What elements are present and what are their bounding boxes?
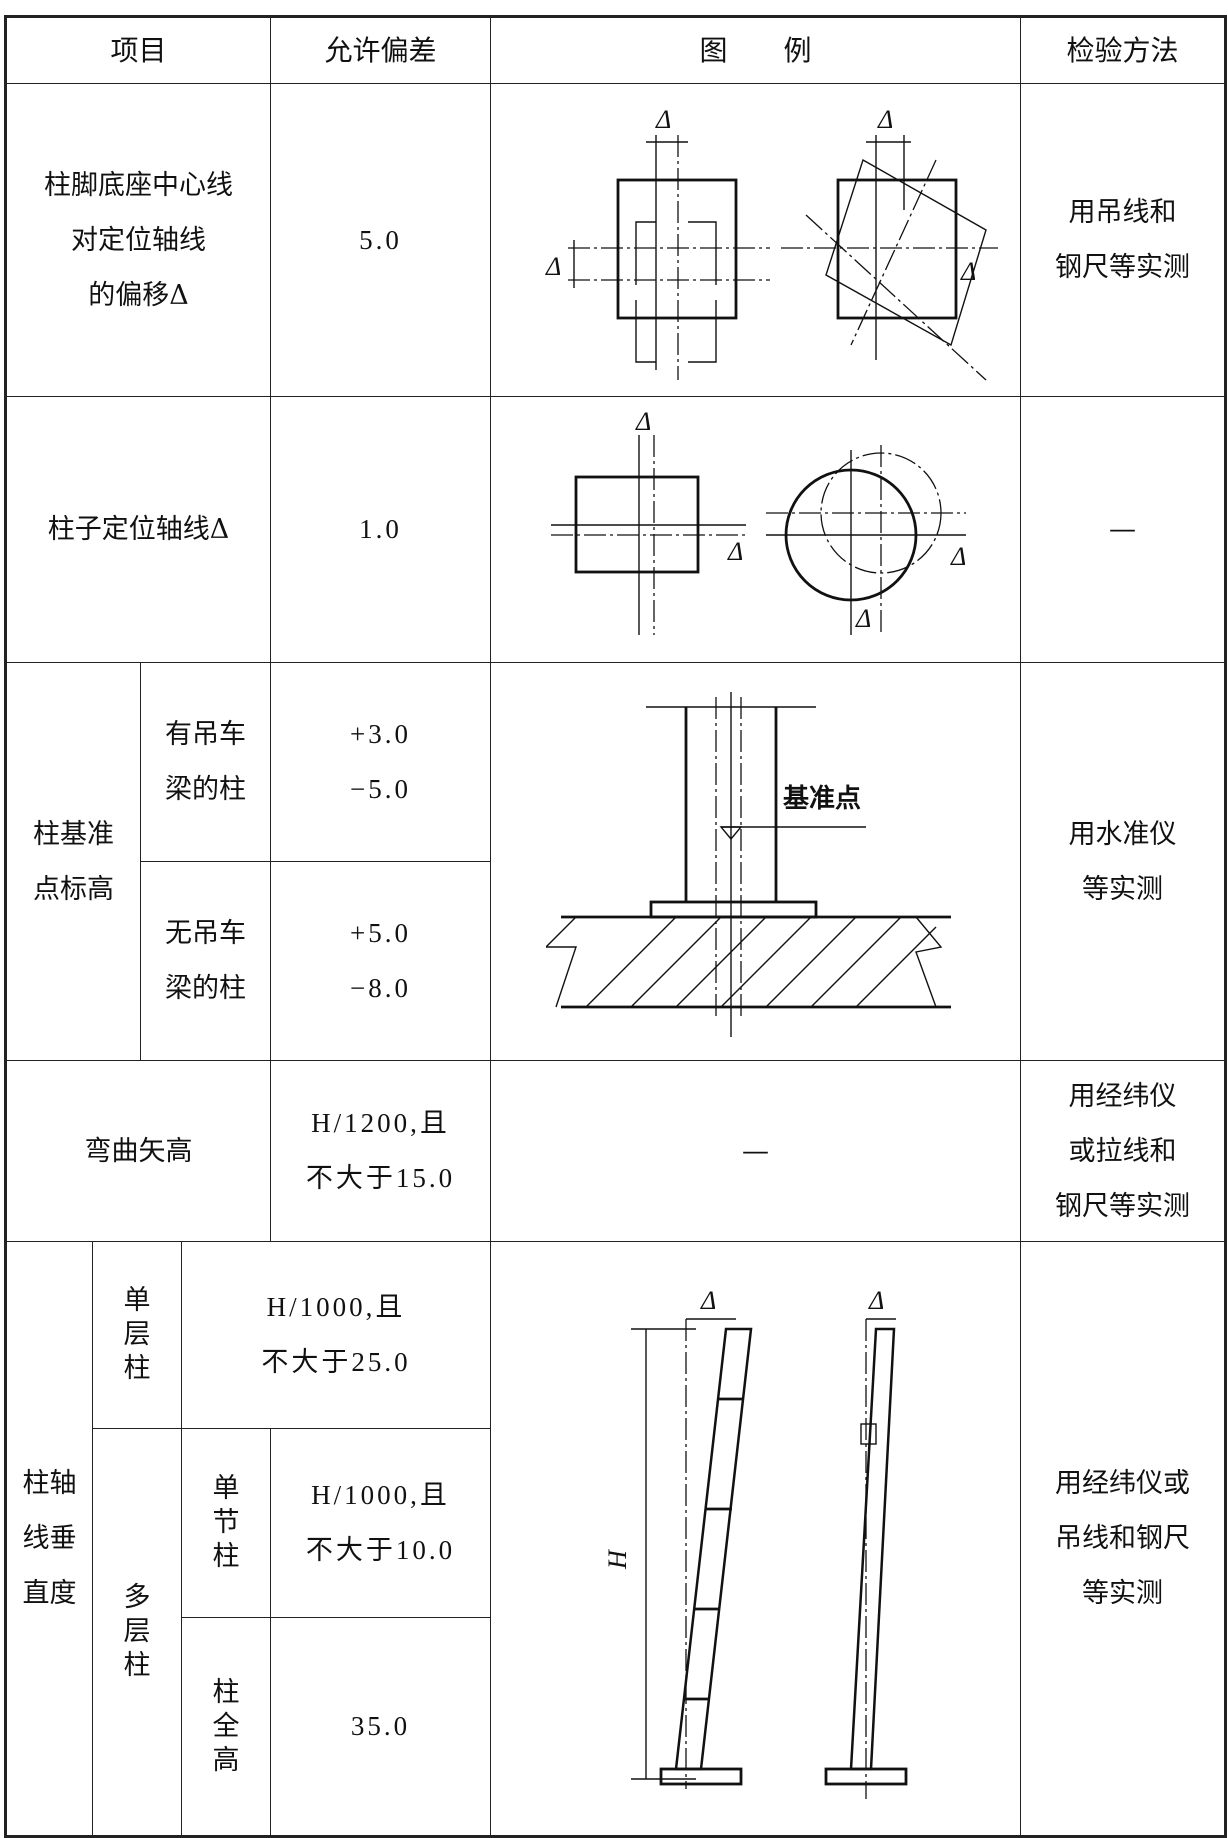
method-base-center: 用吊线和钢尺等实测 xyxy=(1020,83,1227,397)
tolerance-base-center: 5.0 xyxy=(270,83,492,397)
tolerance-single-segment: H/1000,且不大于10.0 xyxy=(270,1428,492,1618)
item-datum: 柱基准点标高 xyxy=(5,662,141,1061)
method-axis: — xyxy=(1020,396,1227,663)
axis-offset-diagram: Δ Δ Δ Δ xyxy=(550,407,966,635)
label-full-height: 柱全高 xyxy=(180,1617,272,1837)
tolerance-single-layer: H/1000,且不大于25.0 xyxy=(180,1241,492,1429)
table-row: 弯曲矢高 H/1200,且不大于15.0 — 用经纬仪或拉线和钢尺等实测 xyxy=(4,1060,1227,1242)
figure-bending: — xyxy=(490,1060,1022,1242)
method-bending: 用经纬仪或拉线和钢尺等实测 xyxy=(1020,1060,1227,1242)
figure-axis: Δ Δ Δ Δ xyxy=(490,396,1022,663)
figure-datum: 基准点 xyxy=(490,662,1022,1061)
tolerance-full-height: 35.0 xyxy=(270,1617,492,1837)
label-multi-layer: 多层柱 xyxy=(92,1428,182,1837)
svg-text:基准点: 基准点 xyxy=(783,783,861,814)
svg-text:Δ: Δ xyxy=(877,105,893,134)
tolerance-table: 项目 允许偏差 图 例 检验方法 柱脚底座中心线对定位轴线的偏移Δ 5.0 Δ … xyxy=(4,15,1228,1838)
datum-diagram: 基准点 xyxy=(545,691,951,1037)
svg-text:Δ: Δ xyxy=(855,604,871,633)
base-offset-diagram: Δ Δ Δ Δ xyxy=(545,105,998,381)
header-row: 项目 允许偏差 图 例 检验方法 xyxy=(4,16,1227,84)
table-row: 多层柱 单节柱 H/1000,且不大于10.0 xyxy=(6,1428,1226,1837)
method-datum: 用水准仪等实测 xyxy=(1020,662,1227,1061)
label-single-segment: 单节柱 xyxy=(180,1428,272,1618)
tolerance-with-crane: +3.0−5.0 xyxy=(270,662,492,862)
item-bending: 弯曲矢高 xyxy=(4,1060,272,1242)
table-row: 柱脚底座中心线对定位轴线的偏移Δ 5.0 Δ Δ Δ Δ 用吊线和钢尺等实测 xyxy=(4,83,1227,397)
table-row: 柱子定位轴线Δ 1.0 Δ Δ Δ Δ — xyxy=(4,396,1227,663)
table-row: 柱轴线垂直度 单层柱 H/1000,且不大于25.0 H Δ Δ 用经纬仪或吊线… xyxy=(5,1241,1227,1837)
svg-text:Δ: Δ xyxy=(545,252,561,281)
verticality-diagram: H Δ Δ xyxy=(603,1286,907,1799)
svg-text:Δ: Δ xyxy=(635,407,651,436)
method-verticality: 用经纬仪或吊线和钢尺等实测 xyxy=(1020,1241,1227,1837)
label-with-crane: 有吊车梁的柱 xyxy=(139,662,272,862)
table-row: 柱基准点标高 有吊车梁的柱 +3.0−5.0 基准点 用水准仪等实测 xyxy=(5,662,1227,1061)
item-base-center: 柱脚底座中心线对定位轴线的偏移Δ xyxy=(4,83,272,397)
item-verticality: 柱轴线垂直度 xyxy=(5,1241,93,1837)
label-single-layer: 单层柱 xyxy=(92,1241,182,1429)
item-axis: 柱子定位轴线Δ xyxy=(4,396,272,663)
svg-text:H: H xyxy=(603,1549,632,1570)
header-item: 项目 xyxy=(4,16,272,84)
tolerance-bending: H/1200,且不大于15.0 xyxy=(270,1060,492,1242)
table-row: 柱全高 35.0 xyxy=(6,1617,1226,1837)
tolerance-without-crane: +5.0−8.0 xyxy=(270,861,492,1061)
header-tolerance: 允许偏差 xyxy=(270,16,492,84)
svg-text:Δ: Δ xyxy=(960,257,976,286)
svg-text:Δ: Δ xyxy=(727,537,743,566)
label-without-crane: 无吊车梁的柱 xyxy=(139,861,272,1061)
header-figure: 图 例 xyxy=(490,16,1022,84)
figure-verticality: H Δ Δ xyxy=(490,1241,1022,1837)
header-method: 检验方法 xyxy=(1020,16,1227,84)
table-row: 无吊车梁的柱 +5.0−8.0 xyxy=(6,861,1226,1061)
svg-text:Δ: Δ xyxy=(950,542,966,571)
svg-text:Δ: Δ xyxy=(655,105,671,134)
svg-text:Δ: Δ xyxy=(700,1286,716,1315)
svg-text:Δ: Δ xyxy=(868,1286,884,1315)
tolerance-axis: 1.0 xyxy=(270,396,492,663)
figure-base-center: Δ Δ Δ Δ xyxy=(490,83,1022,397)
